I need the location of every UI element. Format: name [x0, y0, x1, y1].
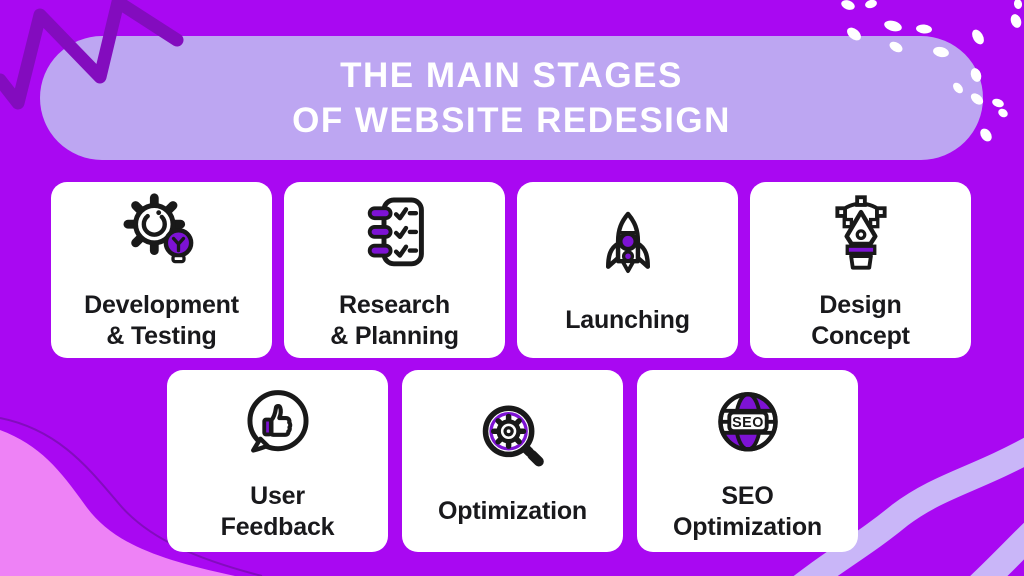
card-optimization: Optimization: [402, 370, 623, 552]
cards-row-1: Development & Testing Research & Plannin…: [51, 182, 971, 358]
seo-globe-icon: SEO: [717, 391, 778, 451]
checklist-icon: [367, 197, 424, 266]
card-development-testing: Development & Testing: [51, 182, 272, 358]
card-user-feedback: User Feedback: [167, 370, 388, 552]
magnifier-gear-icon: [482, 405, 544, 467]
rocket-icon: [605, 211, 650, 274]
pen-tool-icon: [834, 194, 887, 270]
card-label: Design Concept: [811, 290, 910, 350]
seo-icon-label: SEO: [732, 414, 764, 430]
gear-lightbulb-icon: [123, 192, 193, 263]
card-research-planning: Research & Planning: [284, 182, 505, 358]
card-design-concept: Design Concept: [750, 182, 971, 358]
cards-row-2: User Feedback Optimization: [167, 370, 858, 552]
card-label: Launching: [565, 306, 690, 334]
card-label: Optimization: [438, 497, 587, 525]
card-seo-optimization: SEO SEO Optimization: [637, 370, 858, 552]
card-launching: Launching: [517, 182, 738, 358]
card-label: SEO Optimization: [673, 481, 822, 541]
page-title-line1: THE MAIN STAGES: [340, 56, 683, 95]
title-banner: THE MAIN STAGES OF WEBSITE REDESIGN: [40, 36, 983, 160]
card-label: Research & Planning: [330, 290, 459, 350]
thumbs-up-bubble-icon: [246, 389, 309, 453]
card-label: User Feedback: [220, 481, 335, 541]
page-title-line2: OF WEBSITE REDESIGN: [292, 101, 731, 140]
card-label: Development & Testing: [84, 290, 239, 350]
